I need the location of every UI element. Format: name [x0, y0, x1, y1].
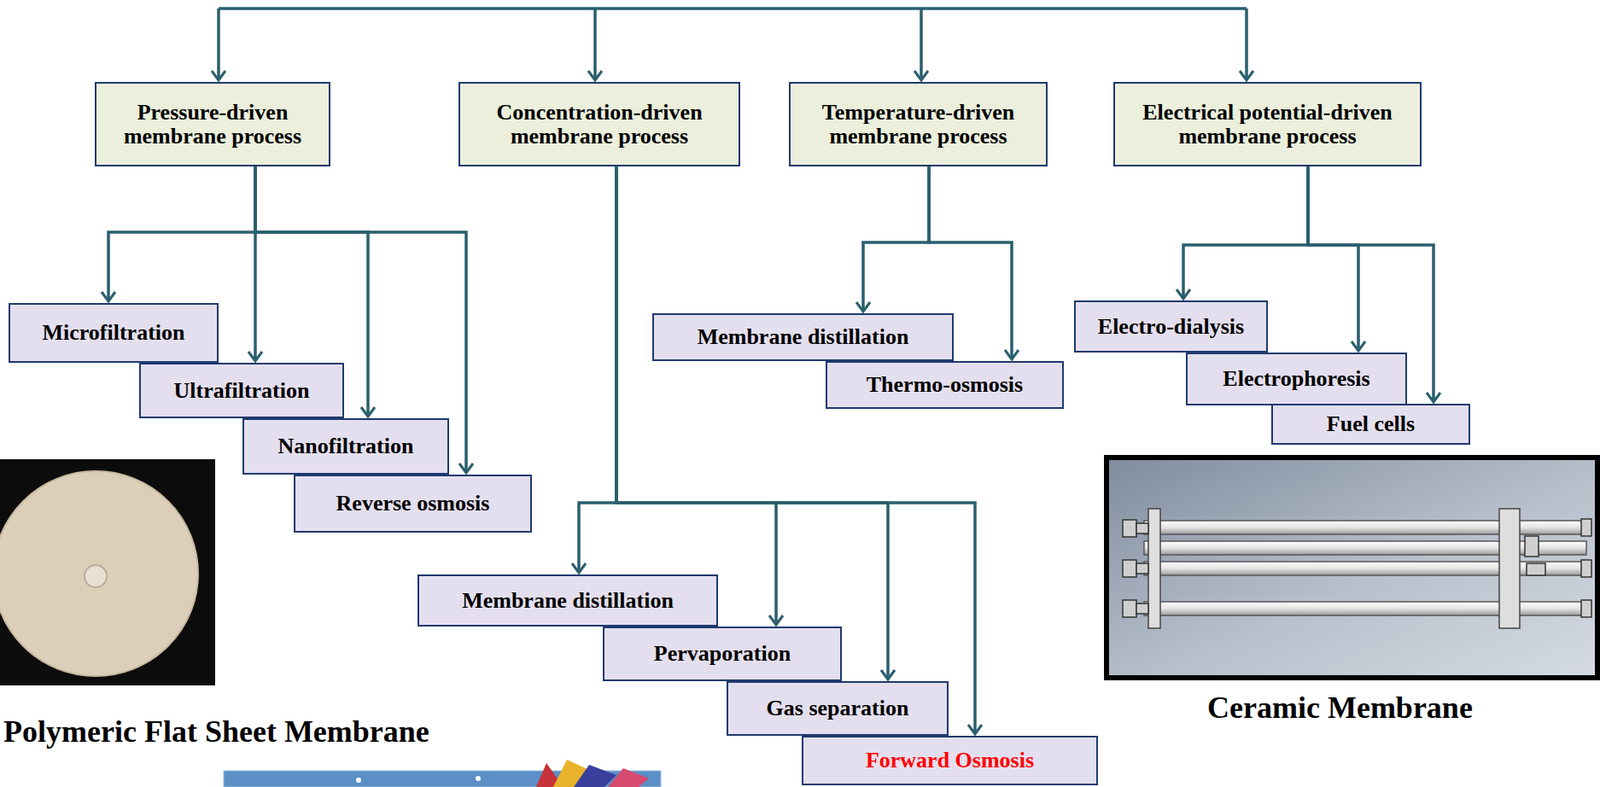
process-box: Nanofiltration [242, 418, 450, 475]
box-text: Concentration-driven membrane process [468, 100, 730, 148]
bar-line [218, 6, 1247, 11]
branch-arrow [1183, 166, 1309, 299]
box-text: Forward Osmosis [865, 748, 1034, 772]
bottom-picture [223, 759, 661, 787]
disc-rim [0, 471, 199, 677]
box-text: Pressure-driven membrane process [105, 100, 321, 148]
process-box: Ultrafiltration [139, 362, 345, 419]
process-box: Electro-dialysis [1074, 300, 1268, 353]
branch-arrow [578, 166, 617, 573]
process-category-box: Pressure-driven membrane process [94, 81, 331, 167]
process-box: Forward Osmosis [801, 735, 1098, 786]
box-text: Microfiltration [41, 321, 185, 345]
process-category-box: Temperature-driven membrane process [788, 81, 1048, 167]
bar-arrow [593, 8, 597, 81]
end-cap [1581, 600, 1592, 618]
box-text: Electrical potential-driven membrane pro… [1123, 100, 1412, 148]
nozzle [1526, 563, 1546, 576]
box-text: Fuel cells [1326, 412, 1415, 436]
membrane-disc [0, 471, 199, 677]
flag-shape [607, 768, 649, 787]
bolt [1136, 523, 1149, 534]
box-text: Gas separation [766, 696, 910, 720]
top-distribution-bar [218, 8, 1247, 81]
process-category-box: Electrical potential-driven membrane pro… [1113, 81, 1422, 167]
process-box: Membrane distillation [417, 574, 719, 627]
bolts [1122, 519, 1592, 618]
picture-dot [356, 777, 362, 783]
end-cap [1581, 560, 1592, 578]
box-text: Reverse osmosis [336, 491, 491, 515]
process-box: Gas separation [726, 681, 949, 736]
branch-arrow [1308, 166, 1359, 351]
process-category-box: Concentration-driven membrane process [458, 81, 741, 167]
process-box: Microfiltration [8, 303, 219, 363]
picture-caption: Polymeric Flat Sheet Membrane [3, 715, 430, 750]
bolt [1136, 603, 1149, 614]
branch-arrow [616, 166, 777, 625]
nozzle [1524, 536, 1539, 557]
box-text: Electrophoresis [1222, 367, 1370, 391]
end-cap [1581, 519, 1592, 537]
box-text: Membrane distillation [461, 589, 674, 613]
box-text: Membrane distillation [697, 325, 910, 349]
bar-arrow [919, 8, 923, 81]
flanges [1148, 508, 1520, 629]
process-box: Membrane distillation [652, 313, 954, 362]
bar-arrow [1244, 8, 1249, 81]
bolt [1122, 519, 1137, 538]
process-box: Reverse osmosis [293, 474, 532, 533]
flange [1499, 508, 1520, 629]
picture-frame [1106, 457, 1598, 678]
ceramic-module-picture [1106, 457, 1598, 678]
bolt [1136, 563, 1149, 574]
picture-dot [475, 776, 481, 782]
branch-arrow [863, 166, 929, 312]
flag-shape [573, 764, 617, 787]
flange [1148, 508, 1161, 629]
flat-sheet-photo [0, 459, 216, 686]
box-text: Thermo-osmosis [866, 373, 1023, 397]
process-box: Thermo-osmosis [825, 361, 1064, 409]
box-text: Nanofiltration [278, 434, 415, 458]
picture-caption: Ceramic Membrane [1207, 691, 1473, 726]
process-box: Electrophoresis [1185, 352, 1408, 406]
disc-hole [84, 565, 107, 588]
box-text: Electro-dialysis [1097, 315, 1244, 339]
bolt [1122, 600, 1137, 618]
bar-arrow [216, 8, 221, 81]
box-text: Pervaporation [654, 642, 791, 666]
box-text: Ultrafiltration [174, 379, 310, 403]
process-box: Pervaporation [602, 626, 842, 682]
branch-arrow [108, 166, 256, 302]
bolt [1122, 560, 1137, 578]
box-text: Temperature-driven membrane process [799, 100, 1038, 148]
process-box: Fuel cells [1271, 403, 1471, 445]
